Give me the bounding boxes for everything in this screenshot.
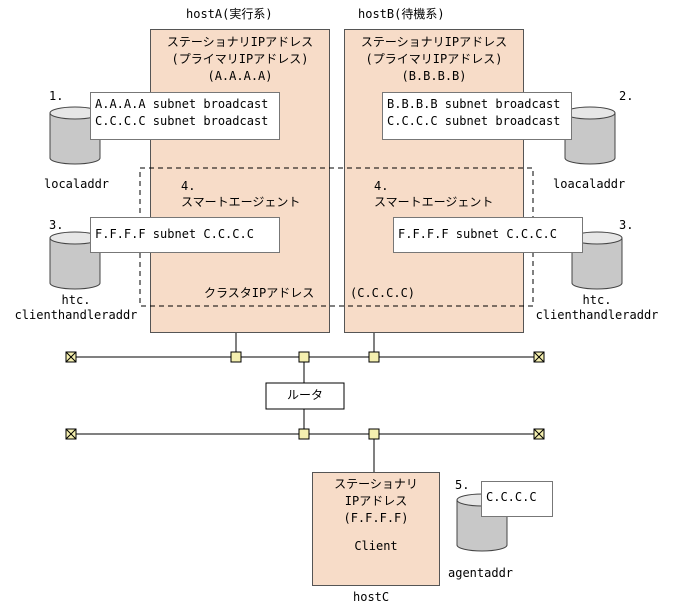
terminator-icon — [65, 428, 77, 440]
note-hostB-line2: C.C.C.C subnet broadcast — [387, 114, 561, 128]
loacaladdr-cylinder-icon — [564, 106, 616, 165]
hostA-primary-label: (プライマリIPアドレス) — [171, 52, 309, 66]
network-node — [230, 351, 242, 363]
hostB-title: hostB(待機系) — [358, 7, 445, 21]
terminator-icon — [533, 428, 545, 440]
loacaladdr-label: loacaladdr — [553, 177, 626, 191]
hostC-name: hostC — [353, 590, 390, 604]
htc-right-label-1: htc. — [582, 293, 612, 307]
network-node — [298, 428, 310, 440]
hostC-ip-label-2: IPアドレス — [344, 494, 408, 508]
hostB-address: (B.B.B.B) — [401, 69, 467, 83]
step-number-2: 2. — [619, 89, 634, 103]
step-number-1: 1. — [49, 89, 64, 103]
hostC-address: (F.F.F.F) — [343, 511, 409, 525]
note-hostB-broadcast: B.B.B.B subnet broadcast C.C.C.C subnet … — [382, 92, 572, 140]
cluster-ip-address: (C.C.C.C) — [350, 286, 416, 300]
htc-left-label-1: htc. — [61, 293, 91, 307]
hostA-ip-label: ステーショナリIPアドレス — [166, 35, 314, 49]
note-clienthandler-left: F.F.F.F subnet C.C.C.C — [90, 217, 280, 253]
htc-left-cylinder-icon — [49, 231, 101, 290]
hostA-box: ステーショナリIPアドレス (プライマリIPアドレス) (A.A.A.A) — [150, 29, 330, 333]
localaddr-label: localaddr — [44, 177, 110, 191]
note-hostA-broadcast: A.A.A.A subnet broadcast C.C.C.C subnet … — [90, 92, 280, 140]
hostC-client-label: Client — [354, 539, 398, 553]
hostC-ip-label: ステーショナリ — [334, 477, 418, 491]
cluster-ip-label: クラスタIPアドレス — [204, 286, 315, 300]
note-hostB-line1: B.B.B.B subnet broadcast — [387, 97, 561, 111]
network-node — [368, 351, 380, 363]
smart-agent-label-left: スマートエージェント — [181, 195, 301, 209]
note-agentaddr: C.C.C.C — [481, 481, 553, 517]
agentaddr-label: agentaddr — [448, 566, 514, 580]
router-box — [265, 382, 345, 410]
step-number-4-left: 4. — [181, 179, 196, 193]
router-label: ルータ — [286, 388, 323, 402]
step-number-3-left: 3. — [49, 218, 64, 232]
terminator-icon — [65, 351, 77, 363]
hostA-address: (A.A.A.A) — [207, 69, 273, 83]
network-node — [298, 351, 310, 363]
htc-right-label-2: clienthandleraddr — [535, 308, 659, 322]
hostB-box: ステーショナリIPアドレス (プライマリIPアドレス) (B.B.B.B) — [344, 29, 524, 333]
hostB-primary-label: (プライマリIPアドレス) — [365, 52, 503, 66]
hostB-ip-label: ステーショナリIPアドレス — [360, 35, 508, 49]
terminator-icon — [533, 351, 545, 363]
step-number-5: 5. — [455, 478, 470, 492]
hostA-title: hostA(実行系) — [186, 7, 273, 21]
step-number-3-right: 3. — [619, 218, 634, 232]
smart-agent-label-right: スマートエージェント — [374, 195, 494, 209]
htc-left-label-2: clienthandleraddr — [14, 308, 138, 322]
step-number-4-right: 4. — [374, 179, 389, 193]
hostC-box: ステーショナリ IPアドレス (F.F.F.F) Client — [312, 472, 440, 586]
note-clienthandler-right: F.F.F.F subnet C.C.C.C — [393, 217, 583, 253]
network-node — [368, 428, 380, 440]
htc-right-cylinder-icon — [571, 231, 623, 290]
note-hostA-line2: C.C.C.C subnet broadcast — [95, 114, 269, 128]
note-hostA-line1: A.A.A.A subnet broadcast — [95, 97, 269, 111]
